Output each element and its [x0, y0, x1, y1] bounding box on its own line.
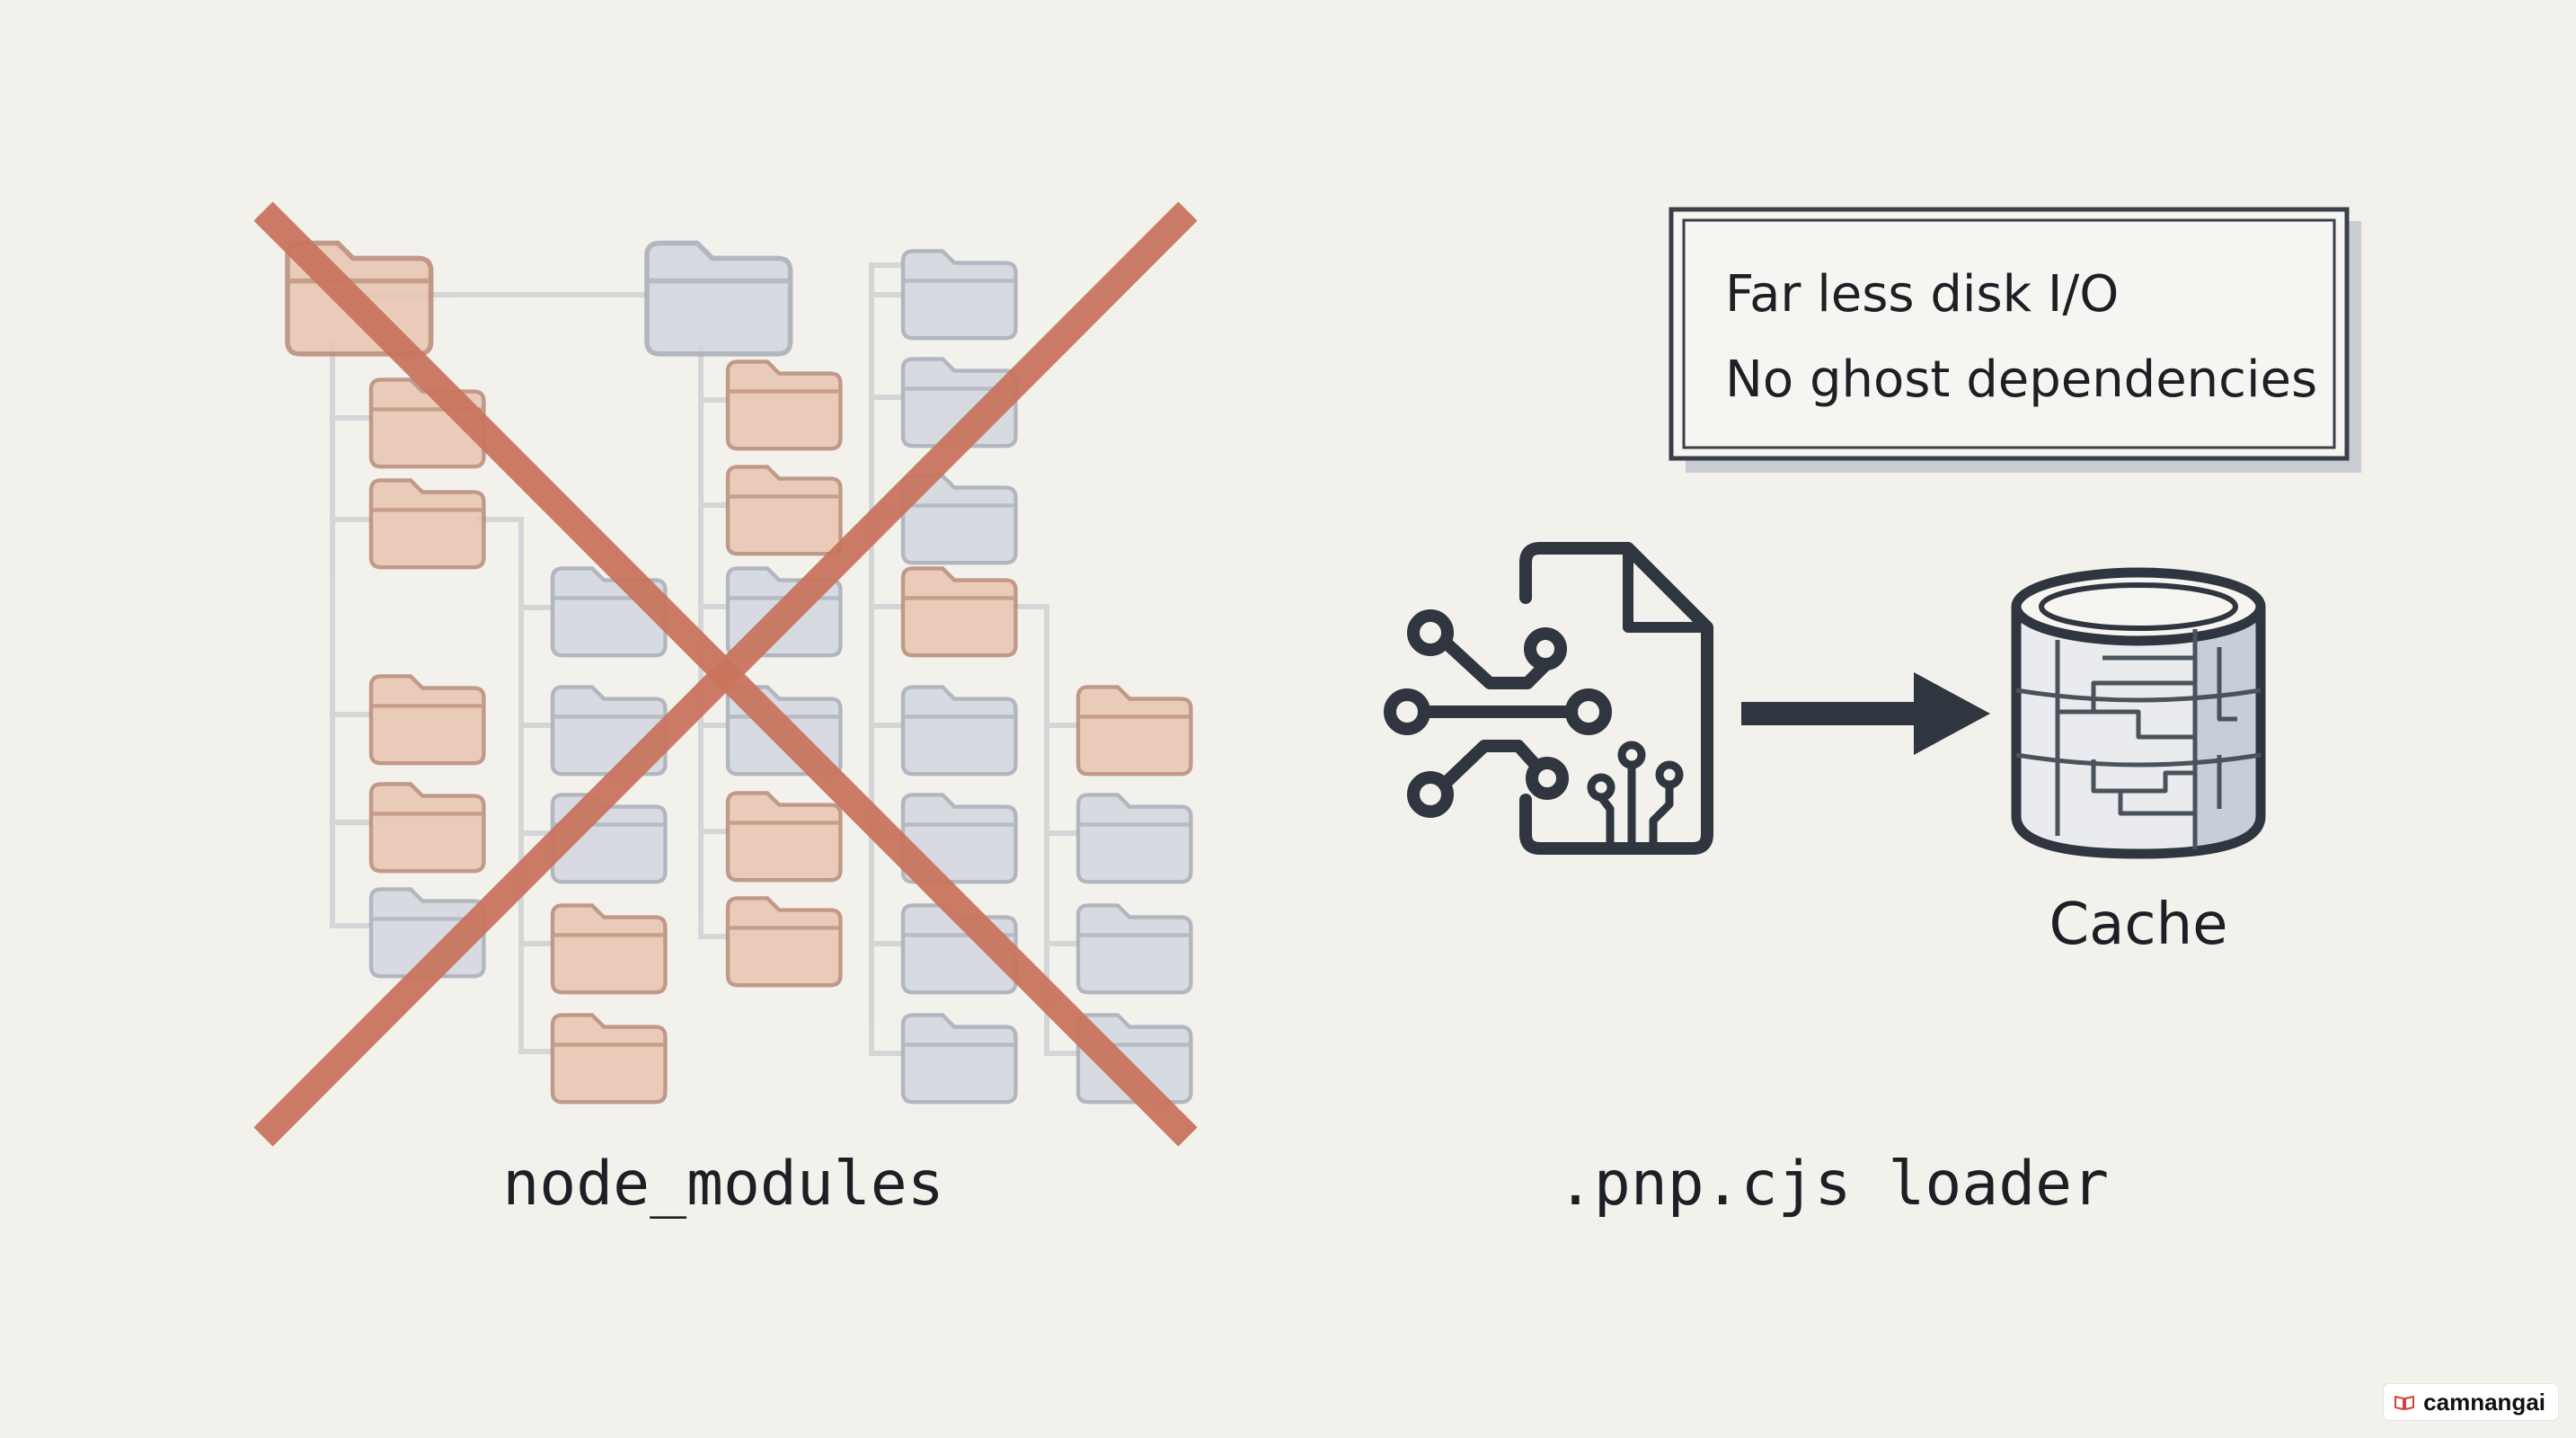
cross-stroke-right: [253, 201, 1198, 1147]
folder-icon: [725, 896, 843, 988]
tree-connector: [1011, 604, 1078, 1056]
benefit-no-ghost-deps: No ghost dependencies: [1725, 351, 2317, 409]
folder-icon: [1076, 903, 1193, 995]
cache-database-icon: [2011, 567, 2266, 859]
tree-connector: [330, 342, 371, 928]
cross-out-mark: [253, 201, 1198, 1147]
cache-label: Cache: [2049, 892, 2227, 958]
folder-icon: [900, 249, 1018, 341]
folder-icon: [550, 903, 668, 995]
folder-icon: [1076, 793, 1193, 884]
pnp-loader-file-icon: [1384, 542, 1713, 855]
folder-icon: [725, 465, 843, 556]
benefits-frame-inner: [1682, 218, 2336, 449]
folder-icon: [900, 566, 1018, 658]
folder-icon: [900, 1013, 1018, 1105]
folder-icon: [368, 782, 486, 874]
benefit-disk-io: Far less disk I/O: [1725, 265, 2119, 324]
folder-icon: [550, 1013, 668, 1105]
folder-icon: [725, 360, 843, 451]
tree-connector: [869, 262, 903, 1056]
tree-connector-lines: [330, 262, 1078, 1056]
node-modules-caption: node_modules: [502, 1149, 943, 1220]
folder-icon: [900, 685, 1018, 777]
folder-icon: [368, 478, 486, 570]
book-icon: [2395, 1396, 2415, 1410]
folder-icon: [900, 793, 1018, 884]
folder-icon: [725, 791, 843, 883]
pnp-loader-caption: .pnp.cjs loader: [1557, 1149, 2109, 1220]
watermark-text: camnangai: [2423, 1389, 2545, 1416]
benefits-callout: Far less disk I/O No ghost dependencies: [1669, 207, 2361, 473]
folder-icon: [1076, 685, 1193, 777]
watermark-badge: camnangai: [2384, 1384, 2558, 1420]
tree-connector: [476, 517, 553, 1054]
folder-icon: [368, 674, 486, 766]
arrow-right-icon: [1741, 672, 1990, 755]
folder-icon: [644, 240, 793, 357]
tree-connector: [698, 346, 728, 939]
benefits-frame-outer: [1669, 207, 2350, 461]
